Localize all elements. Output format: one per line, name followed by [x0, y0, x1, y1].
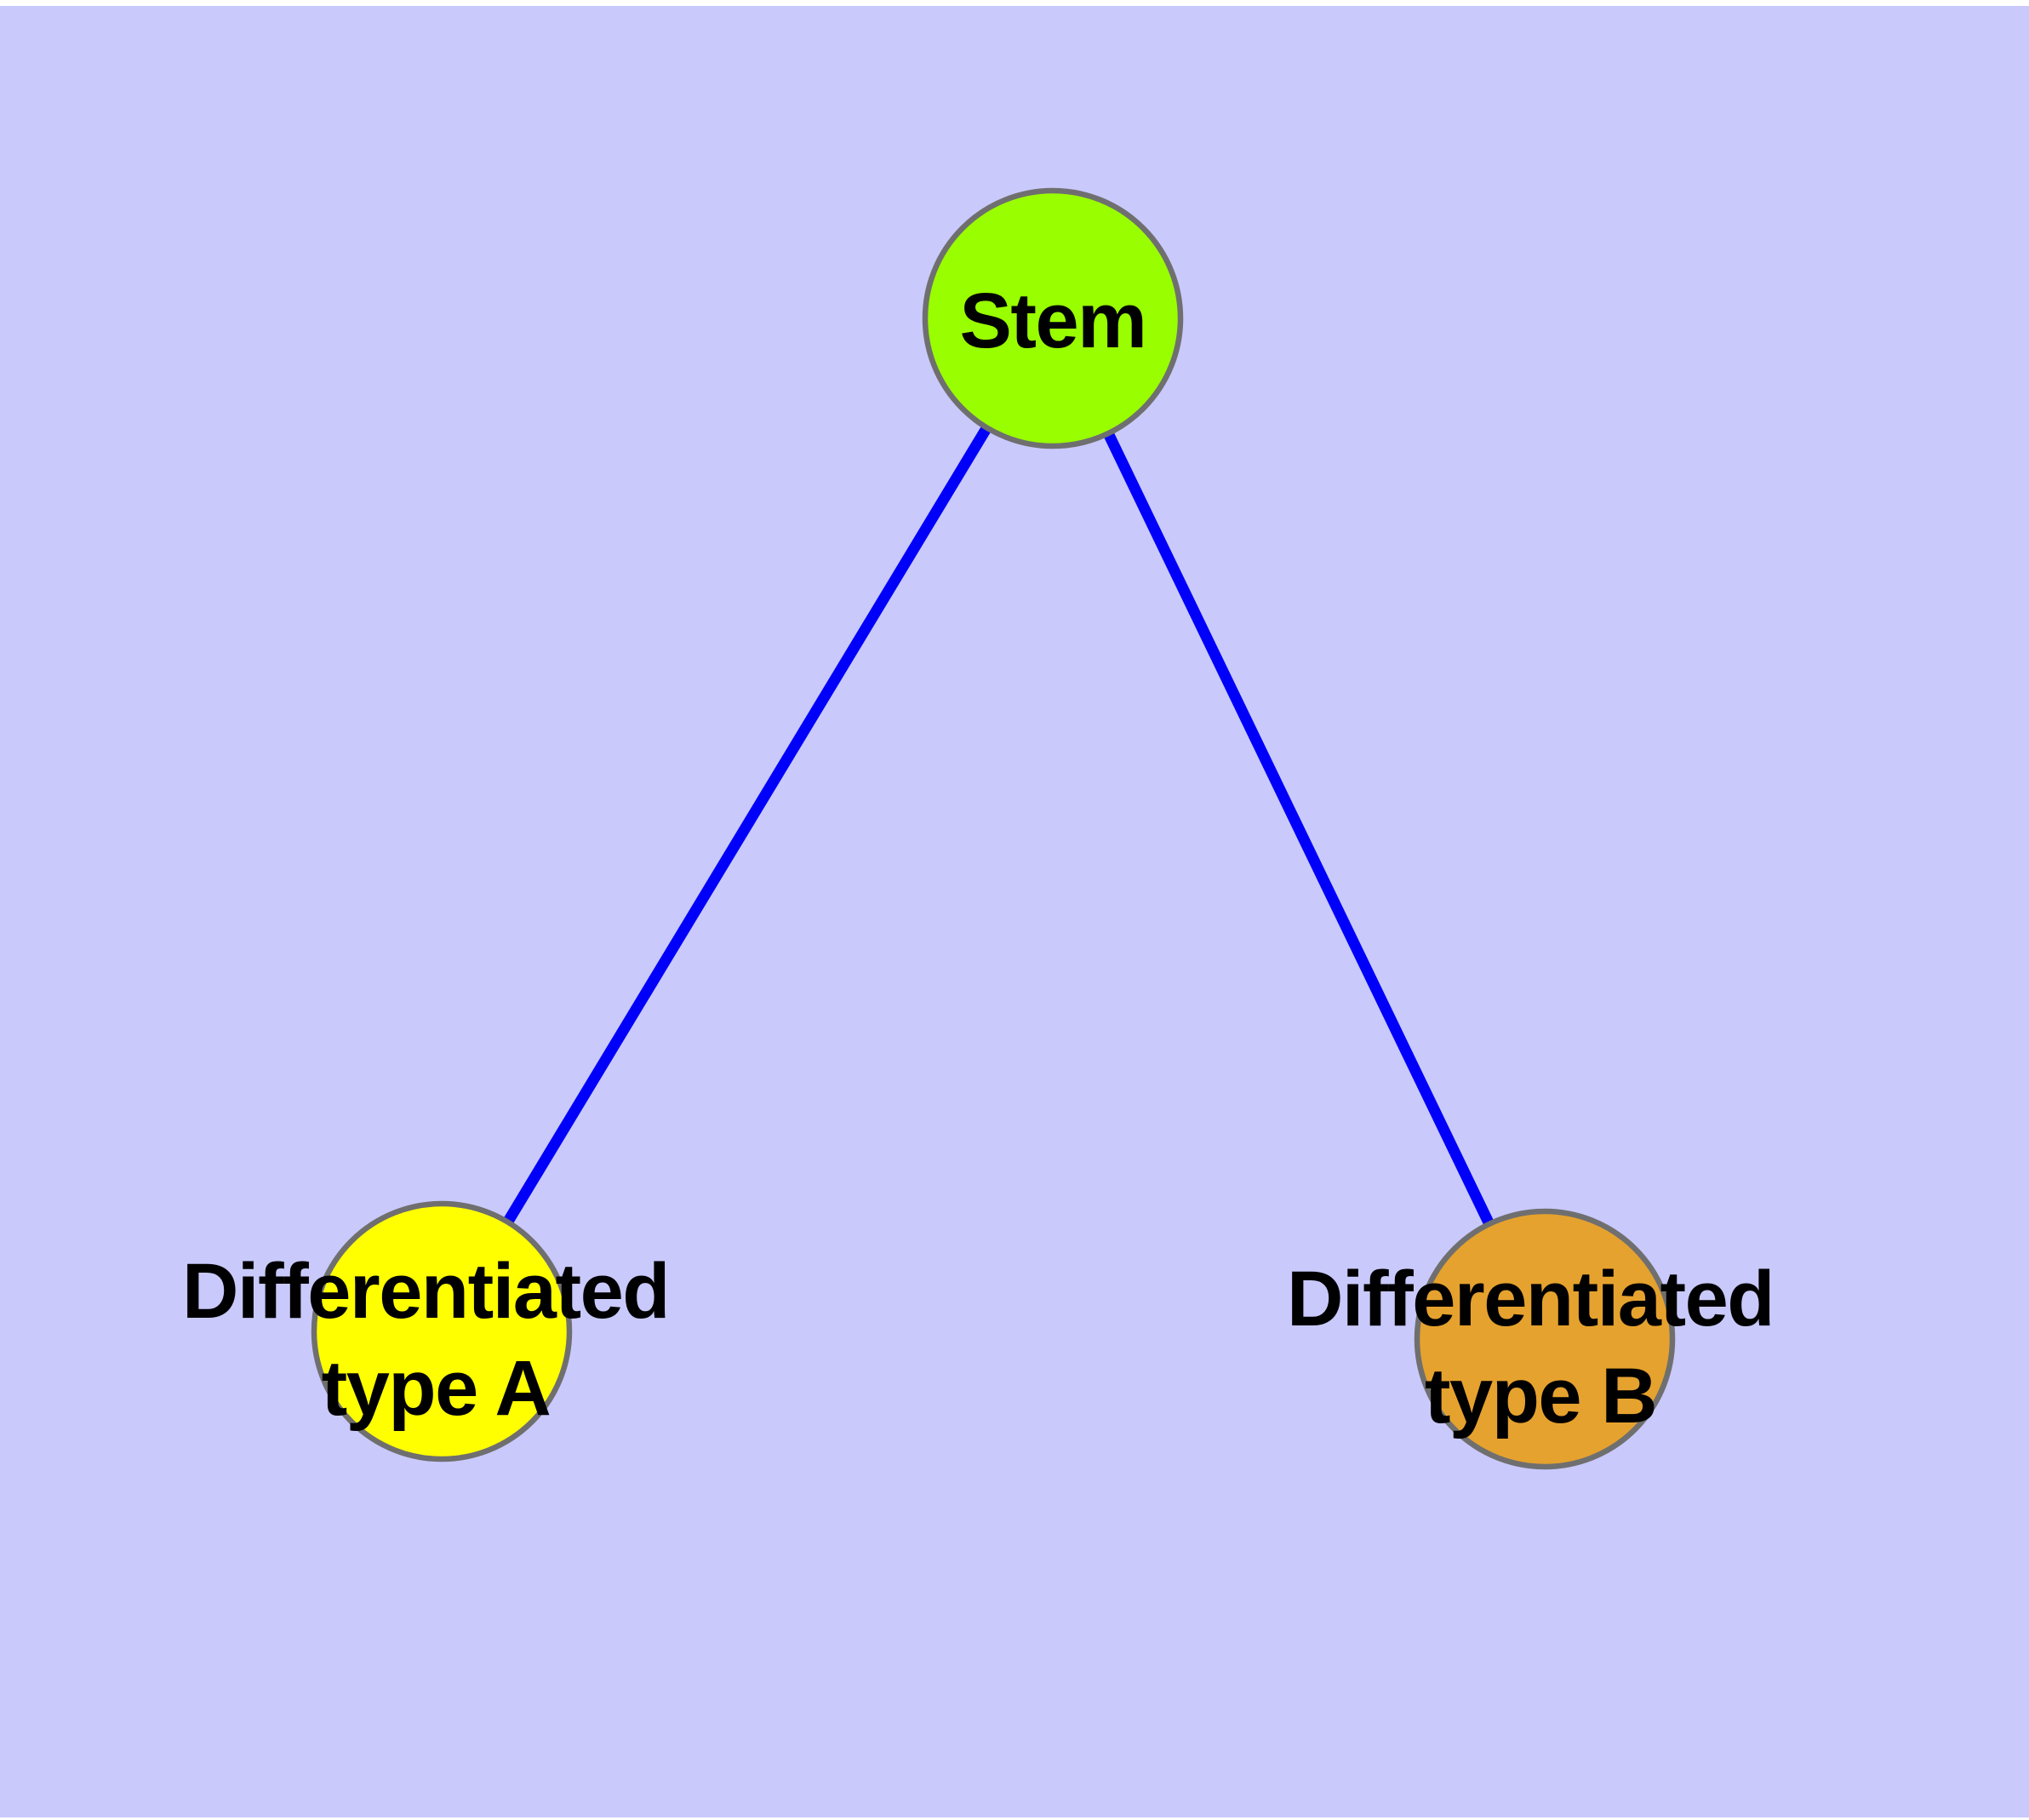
- edge-group: [437, 315, 1550, 1342]
- edge-stem-to-type-b: [1048, 316, 1550, 1342]
- node-stem-circle: [922, 187, 1184, 449]
- node-type-a-label: Differentiated type A: [182, 1248, 689, 1432]
- node-type-b-circle: [1414, 1208, 1676, 1470]
- node-type-a-circle: [311, 1200, 573, 1462]
- node-type-b: Differentiated type B: [1287, 1208, 1794, 1470]
- node-stem-label: Stem: [960, 278, 1146, 364]
- node-type-a: Differentiated type A: [182, 1200, 689, 1462]
- node-stem: Stem: [922, 187, 1184, 449]
- node-type-b-label: Differentiated type B: [1287, 1256, 1794, 1439]
- edge-stem-to-type-a: [437, 315, 1058, 1335]
